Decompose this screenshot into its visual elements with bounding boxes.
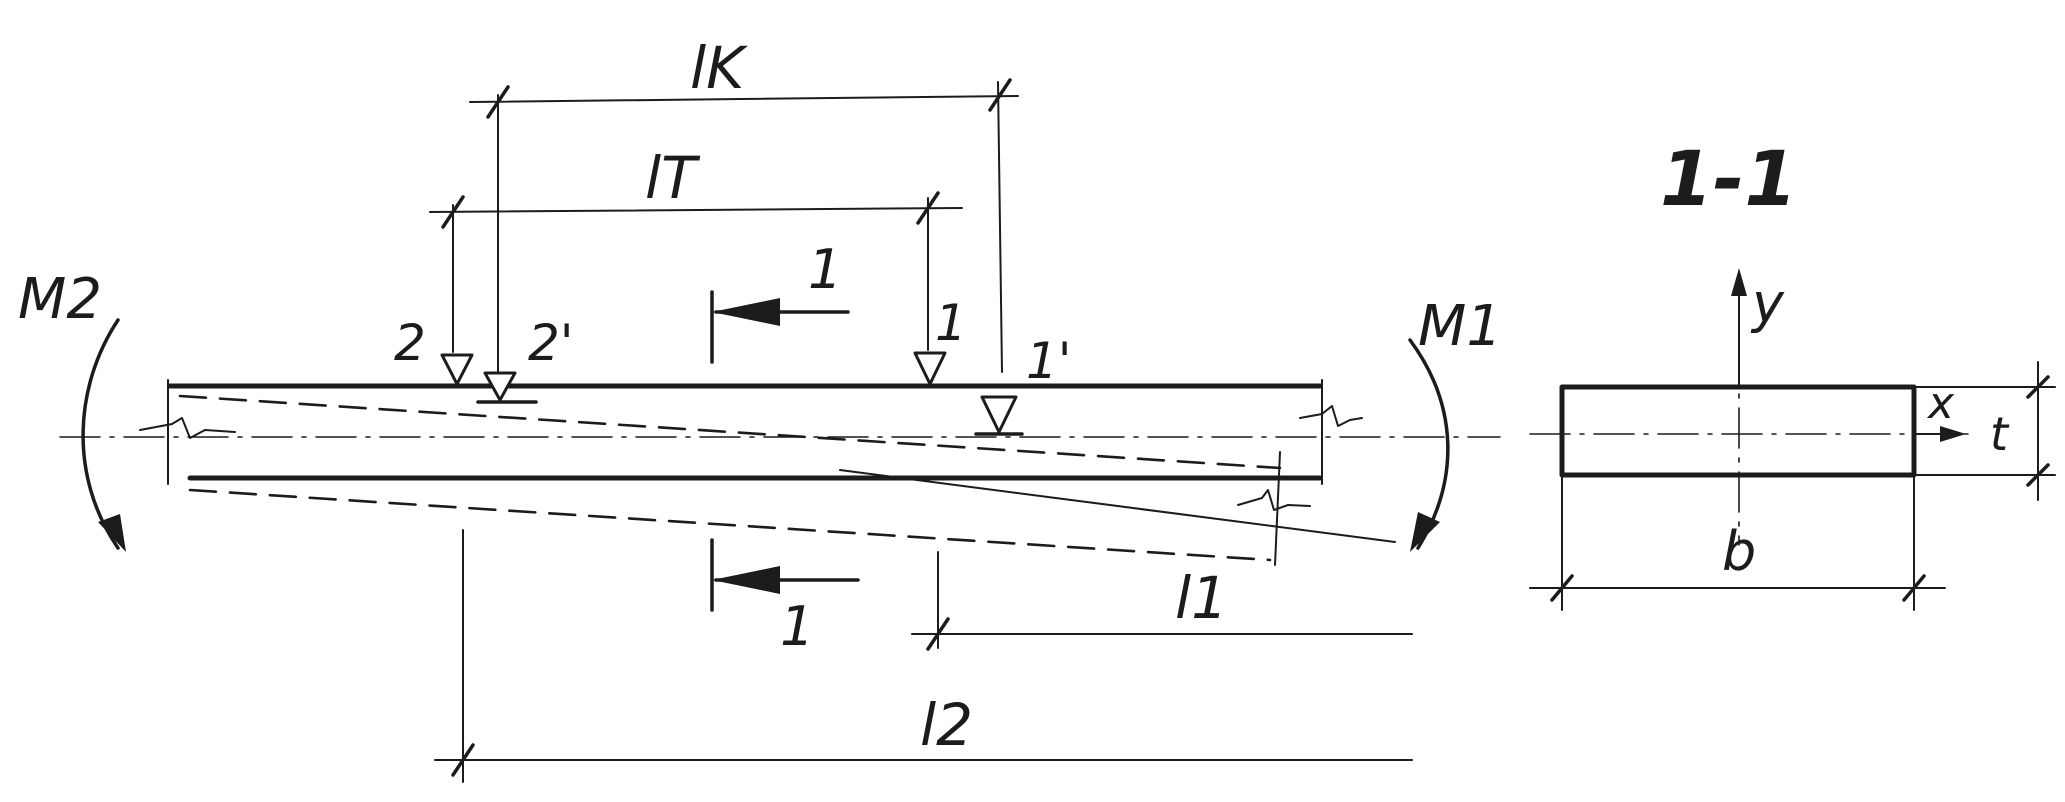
section-title: 1-1	[1660, 134, 1797, 223]
dim-l1-label: l1	[1175, 564, 1228, 632]
moment-m1-arrowhead	[1410, 512, 1440, 552]
moment-m2-label: M2	[18, 267, 102, 332]
deformed-top-edge	[178, 394, 1282, 470]
dim-b-tick-right	[1902, 574, 1926, 602]
beam-elevation	[59, 379, 1501, 566]
section-axis-x-label: x	[1926, 378, 1955, 429]
dim-lk-line	[469, 95, 1019, 103]
dimension-lk: lK	[469, 34, 1019, 373]
dim-t-tick-bottom	[2026, 463, 2050, 487]
marker-2-prime	[483, 371, 517, 402]
section-cut-top-arrowhead	[712, 298, 780, 326]
moment-m2: M2	[18, 267, 126, 552]
dim-lk-tick-right	[988, 78, 1012, 112]
point-markers: 2 2' 1 1'	[394, 294, 1072, 436]
dimension-l2: l2	[434, 529, 1413, 783]
marker-1-label: 1	[935, 294, 967, 352]
moment-m1: M1	[1408, 294, 1502, 552]
marker-2	[440, 353, 474, 386]
dim-lk-label: lK	[690, 34, 748, 102]
section-cut-top: 1	[710, 238, 850, 364]
marker-1-prime-label: 1'	[1026, 332, 1072, 390]
section-rectangle	[1559, 384, 1917, 478]
section-axis-y-label: y	[1750, 272, 1785, 335]
dim-lt-line	[429, 207, 963, 213]
marker-1-prime	[980, 395, 1018, 434]
deformed-bottom-edge	[188, 488, 1272, 562]
dimension-lt: lT	[429, 144, 963, 353]
break-mark-right	[1299, 405, 1363, 427]
moment-m1-label: M1	[1418, 294, 1502, 359]
dim-lk-tick-left	[486, 85, 510, 119]
section-cut-top-label: 1	[808, 238, 842, 301]
marker-1	[913, 351, 947, 386]
dim-l2-label: l2	[920, 691, 973, 759]
dim-l2-tick	[451, 743, 475, 777]
section-axis-x-arrow	[1940, 426, 1966, 442]
section-axis-y-arrow	[1731, 268, 1747, 296]
dim-b-tick-left	[1550, 574, 1574, 602]
dimension-l1: l1	[911, 551, 1413, 651]
dim-lt-tick-right	[916, 191, 940, 225]
dim-b-label: b	[1722, 520, 1756, 583]
section-cut-bottom-label: 1	[780, 595, 814, 658]
dim-lk-ext-right	[997, 81, 1003, 373]
dim-lt-label: lT	[645, 144, 701, 212]
dim-lt-tick-left	[441, 195, 465, 229]
cross-section: 1-1 y x t b	[1529, 134, 2056, 611]
deformed-axis-line	[839, 469, 1396, 543]
moment-m1-arc	[1408, 338, 1450, 550]
moment-m2-arc	[81, 318, 120, 550]
dim-l1-tick	[926, 617, 950, 651]
marker-2-prime-label: 2'	[528, 314, 574, 372]
moment-m2-arrowhead	[98, 514, 126, 552]
section-cut-bottom: 1	[710, 538, 860, 658]
section-cut-bottom-arrowhead	[712, 566, 780, 594]
dim-t-label: t	[1990, 407, 2010, 461]
break-mark-left	[139, 417, 236, 439]
dim-t-tick-top	[2026, 375, 2050, 399]
marker-2-label: 2	[394, 314, 426, 372]
deformed-break-mark	[1237, 489, 1311, 511]
